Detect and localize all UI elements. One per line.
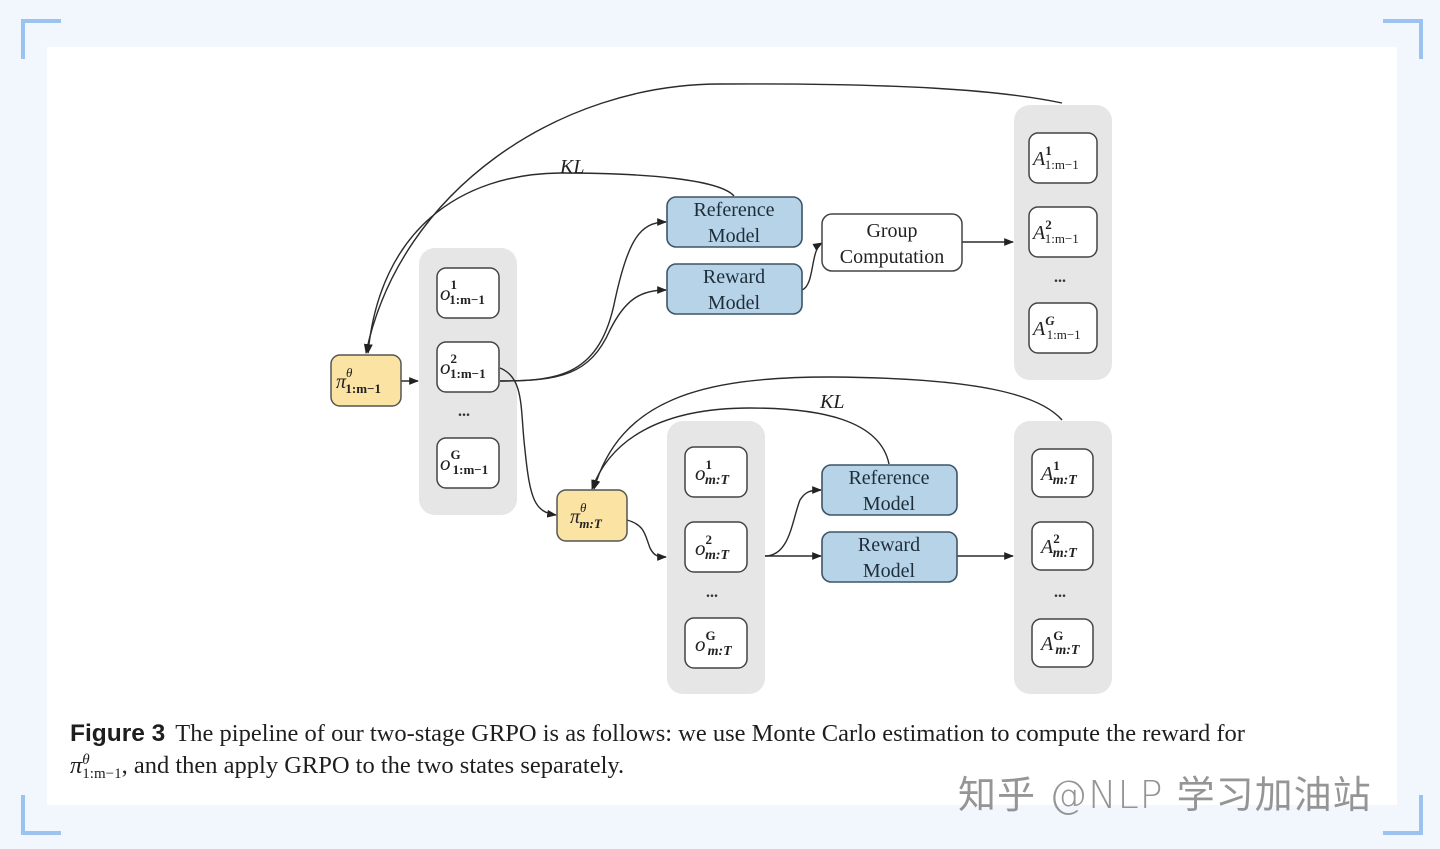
- frame-corner-top-left: [21, 19, 61, 59]
- kl-label-stage2: KL: [819, 391, 844, 413]
- advantage-feedback-arrow: [363, 83, 1063, 354]
- svg-text:o2m:T: o2m:T: [695, 532, 731, 563]
- output2-to-reference-arrow: [764, 486, 822, 557]
- svg-text:1A1m:T: 1A1m:T: [1039, 458, 1078, 488]
- group-computation-node: Group Computation: [821, 213, 963, 272]
- policy2-to-outputs-arrow: [626, 519, 667, 561]
- caption-text-2: , and then apply GRPO to the two states …: [121, 752, 625, 779]
- svg-text:πθm:T: πθm:T: [570, 500, 603, 531]
- svg-text:Computation: Computation: [840, 246, 944, 268]
- caption-policy-sub: 1:m−1: [82, 766, 122, 783]
- reward-to-group-arrow: [801, 242, 823, 291]
- stage2-advantage-ellipsis: ...: [1054, 584, 1066, 601]
- svg-text:A11:m−1: A11:m−1: [1031, 143, 1079, 172]
- svg-text:Model: Model: [708, 292, 761, 314]
- svg-text:o1m:T: o1m:T: [695, 457, 731, 488]
- caption-text-1: The pipeline of our two-stage GRPO is as…: [175, 720, 1245, 747]
- stage1-reference-model: Reference Model: [666, 196, 803, 248]
- kl-arrow-stage2: [591, 407, 890, 490]
- figure-caption: Figure 3 The pipeline of our two-stage GR…: [70, 718, 1380, 782]
- output-to-stage2-policy-arrow: [499, 367, 557, 518]
- kl-label-stage1: KL: [559, 156, 584, 178]
- caption-policy-sup: θ: [82, 752, 90, 769]
- stage2-connectors: [591, 376, 1063, 561]
- stage2-output-ellipsis: ...: [706, 584, 718, 601]
- stage2-reference-model: Reference Model: [821, 464, 958, 516]
- svg-text:Reference: Reference: [848, 467, 929, 489]
- svg-text:o21:m−1: o21:m−1: [440, 351, 486, 381]
- svg-text:Reference: Reference: [693, 199, 774, 221]
- kl-arrow-stage1: [364, 172, 735, 354]
- figure-label: Figure 3: [70, 720, 166, 747]
- stage1-reward-model: Reward Model: [666, 263, 803, 315]
- output-to-reference-arrow: [499, 218, 667, 382]
- stage2-reward-model: Reward Model: [821, 531, 958, 583]
- svg-text:o11:m−1: o11:m−1: [440, 277, 485, 307]
- caption-line-1: Figure 3 The pipeline of our two-stage GR…: [70, 718, 1380, 750]
- advantage-feedback-arrow-stage2: [592, 376, 1063, 490]
- svg-text:Model: Model: [863, 560, 916, 582]
- svg-text:Model: Model: [863, 493, 916, 515]
- svg-text:Reward: Reward: [858, 534, 920, 556]
- svg-text:oGm:T: oGm:T: [695, 628, 733, 659]
- frame-corner-top-right: [1383, 19, 1423, 59]
- caption-policy-symbol: π: [70, 752, 83, 779]
- frame-corner-bottom-left: [21, 795, 61, 835]
- svg-text:AGm:T: AGm:T: [1039, 628, 1081, 658]
- svg-text:A2m:T: A2m:T: [1039, 531, 1078, 561]
- svg-text:Group: Group: [866, 220, 917, 242]
- stage1-connectors: [363, 83, 1063, 518]
- svg-text:πθ1:m−1: πθ1:m−1: [336, 365, 381, 396]
- svg-text:AG1:m−1: AG1:m−1: [1031, 313, 1081, 342]
- output-to-reward-arrow: [499, 286, 667, 382]
- zhihu-watermark: 知乎 @NLP 学习加油站: [958, 773, 1372, 817]
- svg-text:oG1:m−1: oG1:m−1: [440, 447, 488, 477]
- stage2-advantage-1: 1A1m:T: [1031, 448, 1094, 498]
- svg-text:A21:m−1: A21:m−1: [1031, 217, 1079, 246]
- frame-corner-bottom-right: [1383, 795, 1423, 835]
- svg-text:Model: Model: [708, 225, 761, 247]
- stage1-advantage-ellipsis: ...: [1054, 269, 1066, 286]
- stage1-output-ellipsis: ...: [458, 403, 470, 420]
- svg-text:Reward: Reward: [703, 266, 765, 288]
